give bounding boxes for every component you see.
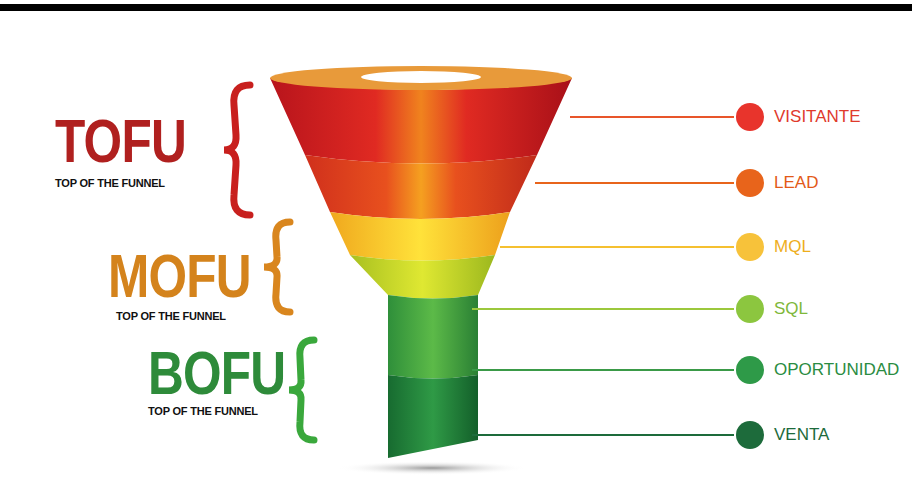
brace xyxy=(289,340,314,440)
funnel-band xyxy=(350,255,495,299)
stage-subtitle: TOP OF THE FUNNEL xyxy=(148,406,258,417)
stage-title: TOFU xyxy=(55,110,186,172)
funnel-band xyxy=(388,295,478,379)
stage-label: VISITANTE xyxy=(774,107,861,127)
stage-marker: VENTA xyxy=(736,420,829,450)
funnel-band xyxy=(305,155,537,219)
marker-circle xyxy=(736,421,764,449)
leader-line xyxy=(500,246,734,248)
stage-label: LEAD xyxy=(774,173,818,193)
stage-title: BOFU xyxy=(148,342,285,404)
marker-circle xyxy=(736,295,764,323)
funnel-band xyxy=(270,78,572,164)
funnel-opening xyxy=(361,71,481,83)
shadow xyxy=(337,461,527,475)
brace xyxy=(224,85,250,215)
stage-marker: LEAD xyxy=(736,168,818,198)
leader-line xyxy=(472,434,734,436)
stage-label: OPORTUNIDAD xyxy=(774,360,899,380)
stage-marker: SQL xyxy=(736,294,808,324)
stage-subtitle: TOP OF THE FUNNEL xyxy=(55,178,165,189)
stage-label: SQL xyxy=(774,299,808,319)
stage-title: MOFU xyxy=(108,245,251,307)
stage-label: MQL xyxy=(774,237,811,257)
funnel-band xyxy=(388,375,478,458)
funnel-rim xyxy=(270,66,572,90)
brace xyxy=(264,222,290,312)
leader-line xyxy=(570,116,734,118)
leader-line xyxy=(472,369,734,371)
top-bar xyxy=(0,4,912,11)
leader-line xyxy=(535,182,734,184)
marker-circle xyxy=(736,103,764,131)
stage-marker: OPORTUNIDAD xyxy=(736,355,899,385)
stage-marker: VISITANTE xyxy=(736,102,861,132)
marker-circle xyxy=(736,233,764,261)
marker-circle xyxy=(736,356,764,384)
marker-circle xyxy=(736,169,764,197)
stage-subtitle: TOP OF THE FUNNEL xyxy=(116,311,226,322)
leader-line xyxy=(472,308,734,310)
stage-marker: MQL xyxy=(736,232,811,262)
stage-label: VENTA xyxy=(774,425,829,445)
funnel-band xyxy=(330,212,510,261)
